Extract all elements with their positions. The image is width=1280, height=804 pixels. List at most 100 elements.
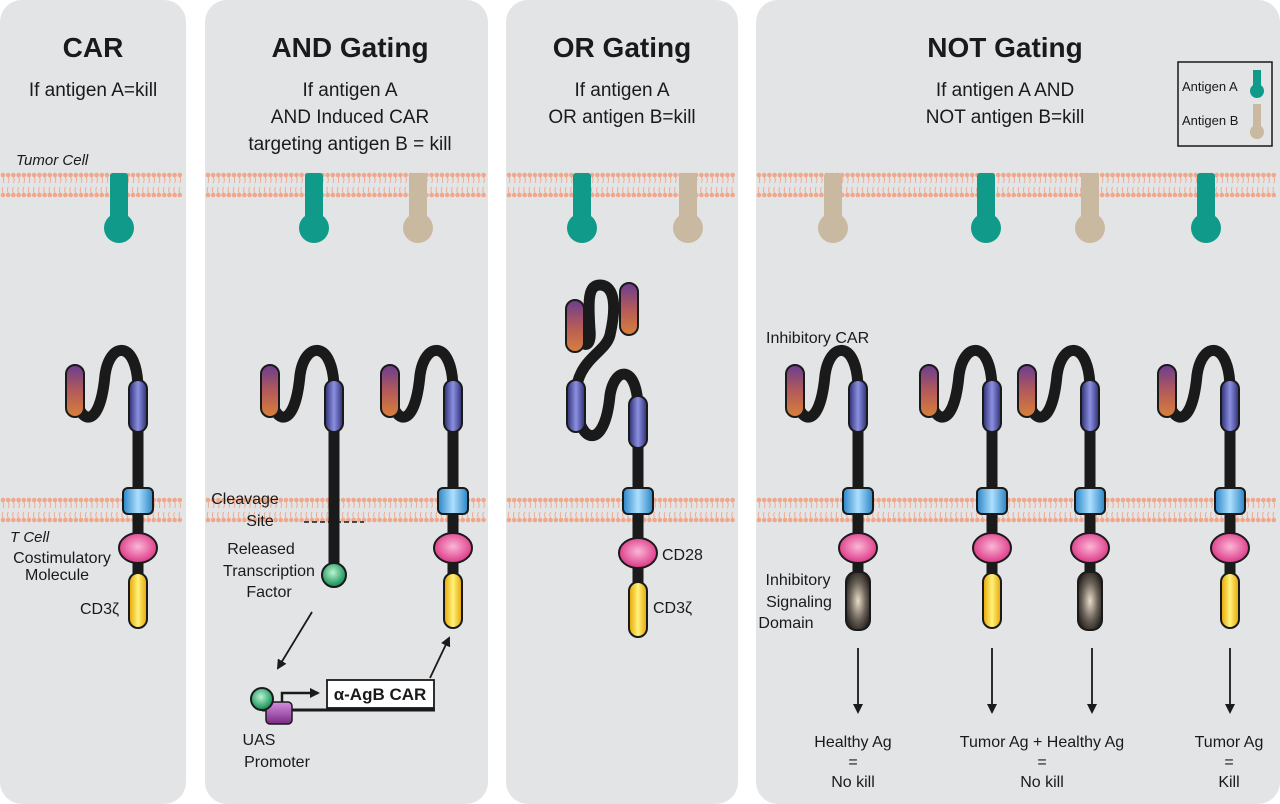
antigen-b [403,173,433,243]
costimulatory-domain [118,532,158,564]
antigen-a [567,173,597,243]
result-tumor-1: Tumor Ag [1195,734,1264,751]
transcription-factor-bound [250,687,274,711]
antigen-a [1191,173,1221,243]
car-receptor [919,345,1012,629]
results: Healthy Ag = No kill Tumor Ag + Healthy … [814,734,1263,791]
inhibitory-signaling-domain [845,571,871,631]
transcription-start-arrow [280,688,320,702]
antigen-b [673,173,703,243]
label-released-3: Factor [246,584,292,601]
scfv-vl [919,364,939,418]
cd3z-domain [128,572,148,629]
result-mixed-2: = [1037,754,1046,771]
gene-box [326,679,435,709]
transmembrane-domain [1214,487,1246,515]
scfv-vh-outer [619,282,639,336]
label-inhibitory-car: Inhibitory CAR [766,330,869,347]
antigen-b [818,173,848,243]
label-released-1: Released [227,541,295,558]
cd3z-domain [628,581,648,638]
cd3z-domain [443,572,463,629]
transmembrane-domain [622,487,654,515]
cd3z-domain [982,572,1002,629]
result-healthy-3: No kill [831,774,875,791]
result-tumor-2: = [1224,754,1233,771]
scfv-vl-inner [566,379,586,433]
legend-antigen-b-icon [1250,104,1264,139]
uas-promoter [265,701,293,725]
panel-car-bg [0,0,186,804]
panel-subtitle-not-1: If antigen A AND [936,80,1074,101]
inhibitory-car-receptor [1017,345,1110,631]
transmembrane-domain [1074,487,1106,515]
panel-title-and: AND Gating [271,32,428,63]
antigen-legend: Antigen A Antigen B [1177,61,1273,147]
scfv-vh-inner [628,395,648,449]
car-receptor [1157,345,1250,629]
label-tumor-cell: Tumor Cell [16,152,89,169]
label-inhibitory-2: Signaling [766,594,832,611]
costimulatory-domain [838,532,878,564]
transcription-factor [321,562,347,588]
result-mixed-1: Tumor Ag + Healthy Ag [960,734,1124,751]
panel-subtitle-and-3: targeting antigen B = kill [248,134,451,155]
scfv-vh [128,379,148,433]
synnotch-receptor [260,345,364,588]
labels: Tumor Cell T Cell Costimulatory Molecule… [10,152,869,771]
t-cell-membrane [506,497,735,523]
scfv-vh [324,379,344,433]
transmembrane-domain [437,487,469,515]
transmembrane-domain [976,487,1008,515]
costimulatory-domain [1070,532,1110,564]
scfv-vl [65,364,85,418]
label-cd3z: CD3ζ [80,601,119,618]
gene-construct: α-AgB CAR [250,679,435,725]
inhibitory-car-receptor [785,345,878,631]
label-cd28: CD28 [662,547,703,564]
panel-subtitle-or-1: If antigen A [574,80,669,101]
panel-title-or: OR Gating [553,32,691,63]
cd3z-domain [1220,572,1240,629]
legend-box [1177,61,1273,147]
scfv-vl [785,364,805,418]
antigen-a [971,173,1001,243]
label-costimulatory-1: Costimulatory [13,550,111,567]
label-uas: UAS [243,732,276,749]
scfv-vl [1157,364,1177,418]
scfv-vl-outer [565,299,585,353]
transmembrane-domain [122,487,154,515]
scfv-vh [1220,379,1240,433]
panel-title-not: NOT Gating [927,32,1083,63]
antigen-a [104,173,134,243]
scfv-vh [848,379,868,433]
result-tumor-3: Kill [1218,774,1239,791]
legend-antigen-a-icon [1250,70,1264,98]
scfv-vh [443,379,463,433]
label-inhibitory-3: Domain [758,615,813,632]
costimulatory-domain [972,532,1012,564]
inhibitory-signaling-domain [1077,571,1103,631]
gene-box-label: α-AgB CAR [334,685,427,704]
expression-arrow [429,636,451,679]
label-costimulatory-2: Molecule [25,567,89,584]
antigen-b [1075,173,1105,243]
scfv-vl [380,364,400,418]
antigen-a [299,173,329,243]
result-mixed-3: No kill [1020,774,1064,791]
cd28-domain [618,537,658,569]
arrows [276,611,1235,714]
panel-subtitle-or-2: OR antigen B=kill [548,107,695,128]
label-cleavage-1: Cleavage [211,491,279,508]
scfv-vl [260,364,280,418]
legend-label-antigen-b: Antigen B [1182,113,1238,128]
tumor-antigens [104,173,1221,243]
release-arrow [276,611,313,670]
panel-title-car: CAR [63,32,124,63]
scfv-vl [1017,364,1037,418]
car-receptor [65,345,158,629]
label-cleavage-2: Site [246,513,274,530]
result-healthy-2: = [848,754,857,771]
